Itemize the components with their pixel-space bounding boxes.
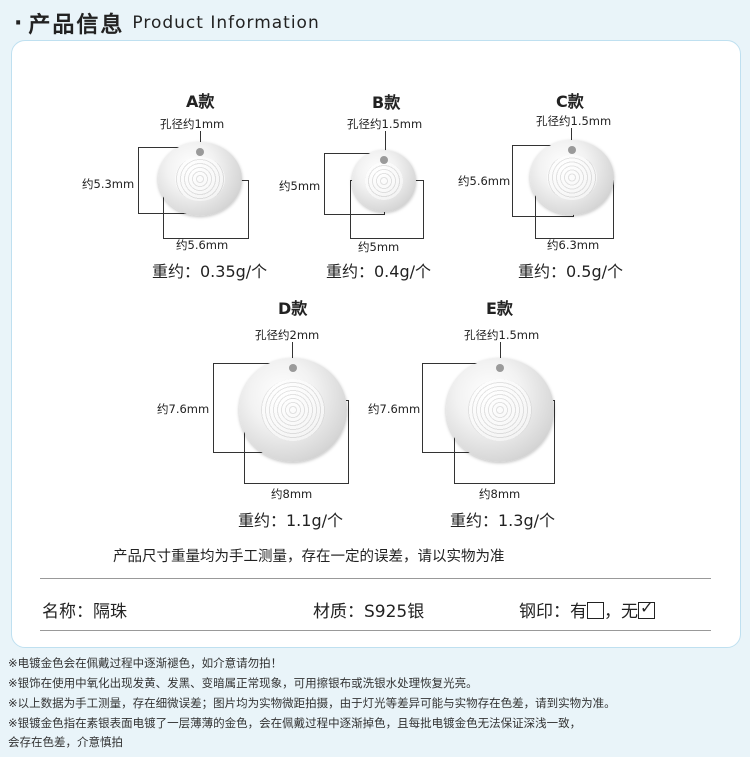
stamp-info: 钢印：有 ，无 — [519, 597, 655, 622]
product-b-height: 约5mm — [279, 179, 321, 193]
product-e-title: E款 — [486, 299, 513, 318]
footer-note-5: 会存在色差，介意慎拍 — [8, 735, 123, 749]
product-a-width: 约5.6mm — [176, 238, 229, 252]
header-bullet: · — [14, 10, 23, 36]
product-a-title: A款 — [186, 92, 215, 111]
product-b-hole-mark — [380, 156, 388, 164]
product-d-bead-image — [239, 358, 347, 462]
product-c-title: C款 — [556, 92, 584, 111]
product-c-hole: 孔径约1.5mm — [536, 114, 612, 128]
stamp-label: 钢印：有 — [519, 602, 587, 622]
product-e-weight: 重约：1.3g/个 — [450, 511, 555, 530]
product-name: 名称：隔珠 — [42, 602, 127, 622]
header-title-en: Product Information — [132, 13, 320, 33]
product-d-hole-leader — [292, 342, 293, 362]
header-title-cn: 产品信息 — [28, 13, 125, 38]
measurement-note: 产品尺寸重量均为手工测量，存在一定的误差，请以实物为准 — [113, 549, 505, 565]
product-d-hole: 孔径约2mm — [255, 328, 320, 342]
product-info-card — [11, 40, 741, 648]
stamp-yes-checkbox — [587, 602, 604, 619]
product-a-hole-mark — [196, 148, 204, 156]
product-b-bead-image — [352, 150, 416, 212]
product-c-height: 约5.6mm — [458, 174, 511, 188]
product-e-height: 约7.6mm — [368, 402, 421, 416]
product-b-title: B款 — [372, 93, 401, 112]
product-b-weight: 重约：0.4g/个 — [326, 262, 431, 281]
footer-note-1: ※电镀金色会在佩戴过程中逐渐褪色，如介意请勿拍！ — [8, 656, 283, 670]
stamp-no-label: ，无 — [604, 602, 638, 622]
section-header: · 产品信息 Product Information — [14, 6, 320, 40]
product-material: 材质：S925银 — [313, 602, 425, 622]
product-d-title: D款 — [278, 299, 308, 318]
product-c-width: 约6.3mm — [547, 238, 600, 252]
product-e-hole: 孔径约1.5mm — [464, 328, 540, 342]
product-d-weight: 重约：1.1g/个 — [238, 511, 343, 530]
product-d-hole-mark — [289, 364, 297, 372]
product-a-hole-leader — [200, 131, 201, 145]
stamp-no-checkbox-checked — [638, 598, 655, 619]
product-e-width: 约8mm — [479, 487, 521, 501]
footer-note-3: ※以上数据为手工测量，存在细微误差；图片均为实物微距拍摄，由于灯光等差异可能与实… — [8, 696, 616, 710]
product-a-bead-image — [158, 142, 242, 216]
product-d-width: 约8mm — [271, 487, 313, 501]
product-c-hole-leader — [571, 128, 572, 142]
product-b-width: 约5mm — [358, 240, 400, 254]
product-b-hole: 孔径约1.5mm — [347, 117, 423, 131]
product-e-hole-leader — [500, 342, 501, 362]
product-b-hole-leader — [385, 131, 386, 151]
product-a-hole: 孔径约1mm — [160, 117, 225, 131]
product-e-hole-mark — [496, 364, 504, 372]
product-a-weight: 重约：0.35g/个 — [152, 262, 268, 281]
product-e-bead-image — [446, 358, 554, 462]
product-c-weight: 重约：0.5g/个 — [518, 262, 623, 281]
footer-note-4: ※银镀金色指在素银表面电镀了一层薄薄的金色，会在佩戴过程中逐渐掉色，且每批电镀金… — [8, 716, 582, 730]
product-c-bead-image — [530, 140, 614, 215]
product-d-height: 约7.6mm — [157, 402, 210, 416]
divider-top — [40, 578, 711, 579]
footer-note-2: ※银饰在使用中氧化出现发黄、发黑、变暗属正常现象，可用擦银布或洗银水处理恢复光亮… — [8, 676, 478, 690]
product-a-height: 约5.3mm — [82, 177, 135, 191]
divider-bottom — [40, 630, 711, 631]
product-c-hole-mark — [568, 146, 576, 154]
